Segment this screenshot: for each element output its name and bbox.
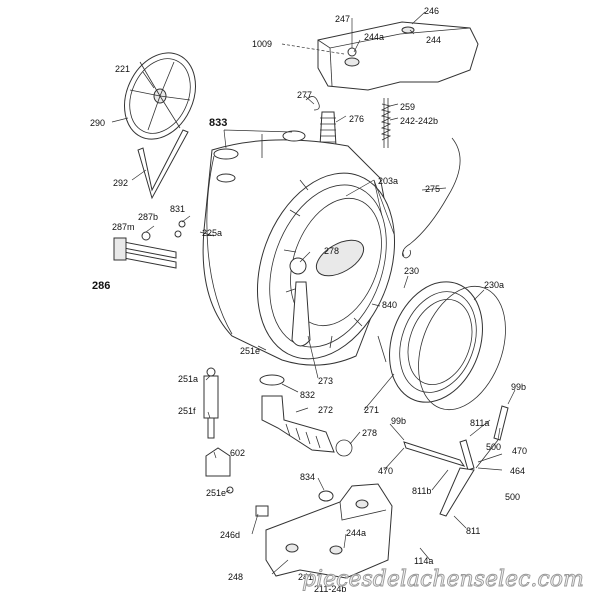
leader-lines — [111, 11, 516, 575]
label-246d: 246d — [220, 530, 240, 540]
label-500-top: 500 — [486, 442, 501, 452]
part-811-pipe-assembly — [403, 405, 509, 517]
part-230a-clamp-ring — [418, 285, 506, 411]
label-602: 602 — [230, 448, 245, 458]
part-247-counterweight — [317, 21, 479, 91]
label-203a: 203a — [378, 176, 398, 186]
part-287b-bolt — [174, 230, 182, 238]
part-259-spring — [380, 98, 392, 148]
label-251e-bottom: 251e — [206, 488, 226, 498]
label-1009: 1009 — [252, 39, 272, 49]
label-211: 211-24b — [314, 584, 346, 594]
label-832: 832 — [300, 390, 315, 400]
part-833-bearing — [213, 130, 306, 183]
label-251e-top: 251e — [240, 346, 260, 356]
part-834-washer — [318, 490, 334, 502]
label-290: 290 — [90, 118, 105, 128]
label-225a: 225a — [202, 228, 222, 238]
label-241: 241 — [298, 572, 313, 582]
label-259: 259 — [400, 102, 415, 112]
label-230: 230 — [404, 266, 419, 276]
label-244-top: 244 — [426, 35, 441, 45]
callout-labels: 247 246 1009 244a 244 221 290 292 277 27… — [90, 6, 527, 594]
label-272: 272 — [318, 405, 333, 415]
part-273-sump-hose — [291, 281, 311, 347]
label-244a-bottom: 244a — [346, 528, 366, 538]
part-221-pulley — [124, 52, 196, 140]
label-221: 221 — [115, 64, 130, 74]
part-292-belt — [137, 129, 189, 200]
part-276-damper — [305, 96, 337, 147]
label-246: 246 — [424, 6, 439, 16]
label-276: 276 — [349, 114, 364, 124]
label-470-left: 470 — [378, 466, 393, 476]
label-248: 248 — [228, 572, 243, 582]
label-278-top: 278 — [324, 246, 339, 256]
part-272-drain-hose — [259, 374, 335, 453]
label-278-bottom: 278 — [362, 428, 377, 438]
label-811: 811 — [466, 526, 480, 536]
label-292: 292 — [113, 178, 128, 188]
label-275: 275 — [425, 184, 440, 194]
label-277: 277 — [297, 90, 312, 100]
label-287m: 287m — [112, 222, 135, 232]
label-811b: 811b — [412, 486, 431, 496]
label-251f: 251f — [178, 406, 196, 416]
label-464: 464 — [510, 466, 525, 476]
label-247: 247 — [335, 14, 350, 24]
label-271: 271 — [364, 405, 379, 415]
part-203a-tub — [202, 139, 396, 366]
label-99b-left: 99b — [391, 416, 406, 426]
label-244a-top: 244a — [364, 32, 384, 42]
part-602-bracket — [205, 447, 231, 477]
label-230a: 230a — [484, 280, 504, 290]
part-278-hose-clamp — [335, 439, 353, 457]
part-251a-shock-absorber — [203, 367, 219, 439]
label-500-bottom: 500 — [505, 492, 520, 502]
label-840: 840 — [382, 300, 397, 310]
label-286: 286 — [92, 280, 110, 292]
part-286-heater — [113, 237, 177, 269]
label-251a: 251a — [178, 374, 198, 384]
part-230-door-gasket — [389, 281, 483, 403]
part-831-screw — [178, 220, 186, 228]
part-248-lower-counterweight — [265, 483, 393, 579]
label-114a: 114a — [414, 556, 433, 566]
label-242-242b: 242-242b — [400, 116, 438, 126]
label-470-right: 470 — [512, 446, 527, 456]
label-811a: 811a — [470, 418, 489, 428]
part-287m-nut — [141, 231, 151, 241]
label-831: 831 — [170, 204, 185, 214]
label-287b: 287b — [138, 212, 158, 222]
part-246d-plate — [255, 505, 269, 517]
label-834: 834 — [300, 472, 315, 482]
label-273: 273 — [318, 376, 333, 386]
part-275-hose — [402, 137, 461, 257]
label-833: 833 — [209, 117, 227, 129]
watermark-text: piecesdelachenselec.com — [302, 567, 584, 592]
label-99b-right: 99b — [511, 382, 526, 392]
